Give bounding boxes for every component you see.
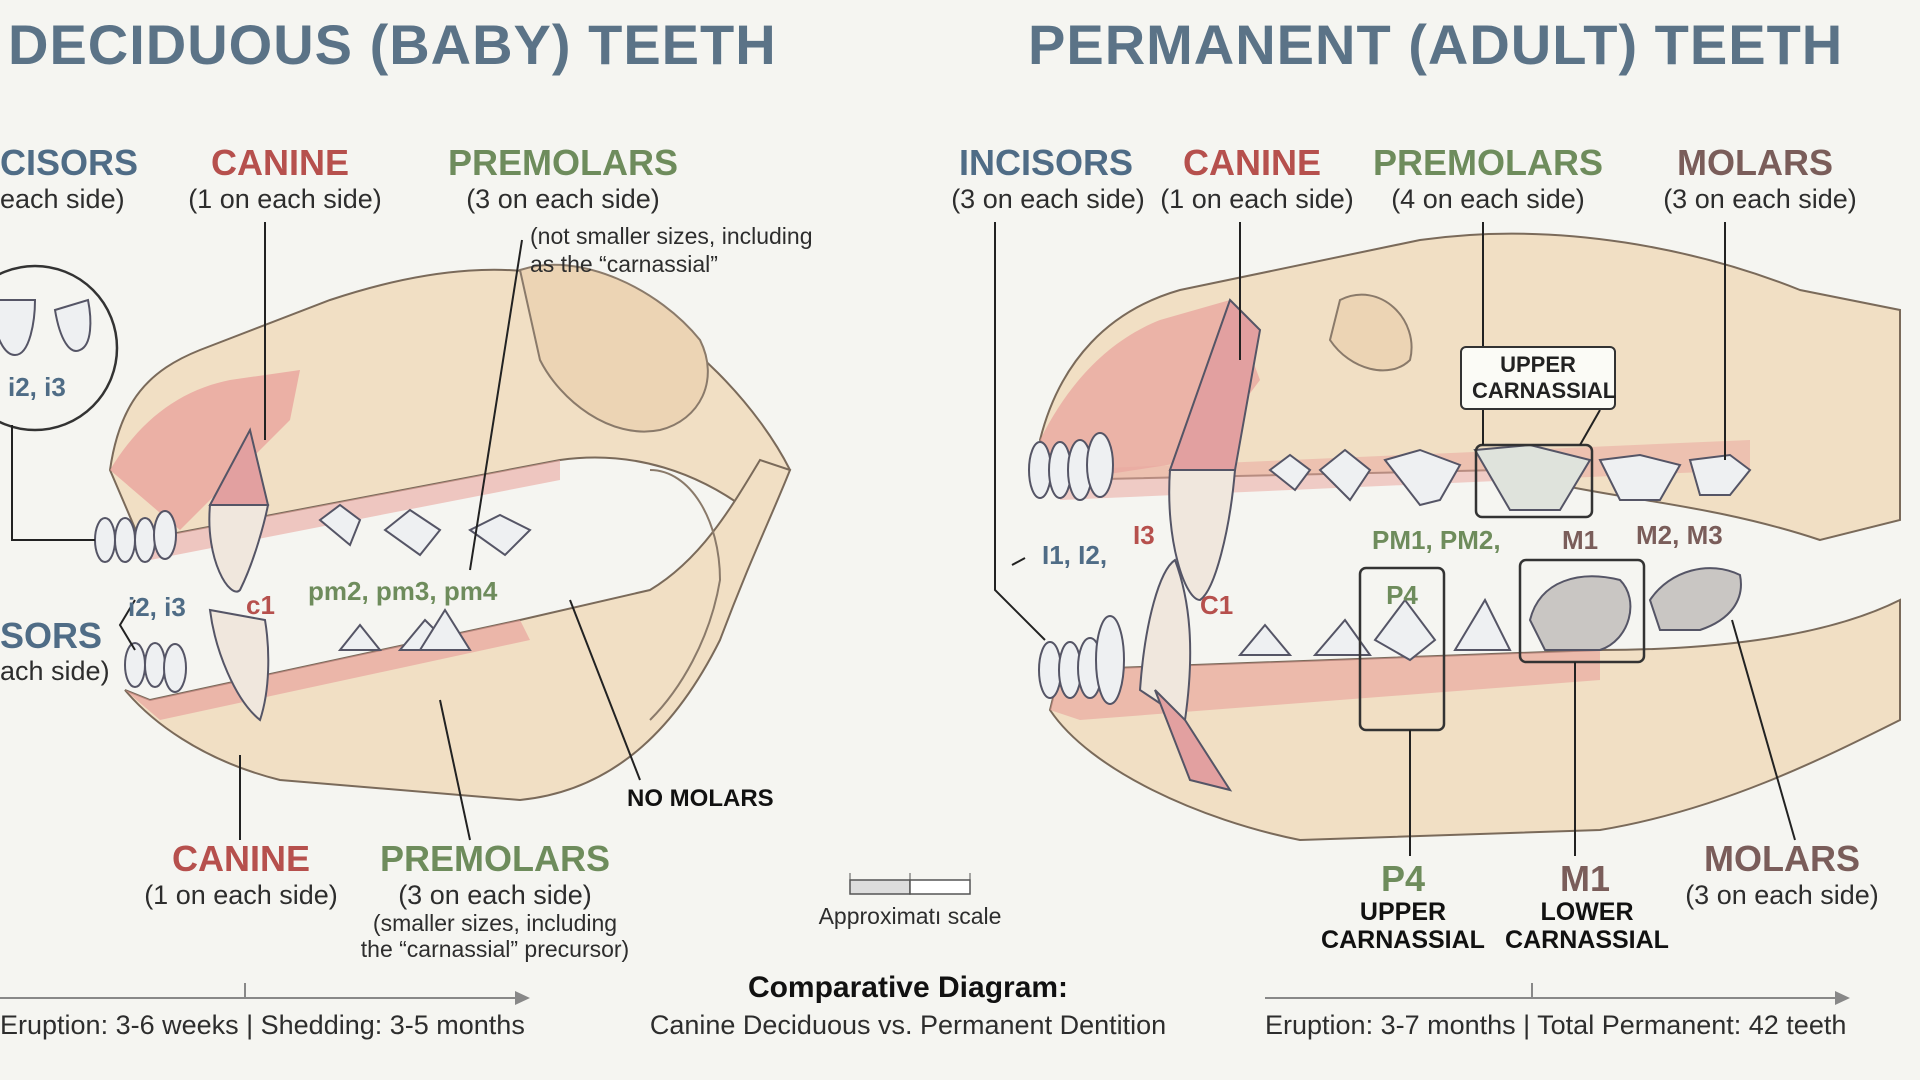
permanent-title: PERMANENT (ADULT) TEETH [1028,13,1844,76]
caption-title: Comparative Diagram: [747,971,1069,1004]
deciduous-bottom-canine-count: (1 on each side) [144,880,338,910]
deciduous-bottom-premolars-note-1: (smaller sizes, including [372,910,618,936]
scale-label: Approximatı scale [818,903,1002,929]
permanent-bottom-m1-line1: LOWER [1540,898,1634,926]
permanent-top-premolars-count: (4 on each side) [1391,184,1585,214]
permanent-top-molars-label: MOLARS [1677,142,1833,183]
permanent-top-canine-count: (1 on each side) [1160,184,1354,214]
permanent-bottom-p4-line1: UPPER [1359,898,1447,926]
permanent-top-canine-label: CANINE [1182,142,1322,183]
no-molars-label: NO MOLARS [627,785,774,812]
scale-bar [849,873,971,895]
permanent-bottom-p4-line2: CARNASSIAL [1321,926,1485,954]
deciduous-timeline-axis [0,983,530,1005]
permanent-top-incisors-count: (3 on each side) [951,184,1145,214]
deciduous-bottom-premolars-count: (3 on each side) [398,880,592,910]
incisor-inset [0,264,119,432]
deciduous-bottom-incisors-label: SORS [0,615,103,656]
deciduous-top-incisors-label: CISORS [0,142,139,183]
deciduous-top-canine-label: CANINE [210,142,350,183]
deciduous-top-canine-count: (1 on each side) [188,184,382,214]
permanent-i3-code: I3 [1133,520,1155,550]
permanent-canine-code: C1 [1200,590,1234,620]
permanent-bottom-m1-label: M1 [1559,858,1611,899]
permanent-bottom-molars-label: MOLARS [1704,838,1860,879]
deciduous-bottom-premolars-label: PREMOLARS [379,838,611,879]
deciduous-title: DECIDUOUS (BABY) TEETH [8,13,777,76]
upper-carnassial-box: UPPER CARNASSIAL [1460,346,1616,410]
permanent-p4-box-label: P4 [1386,580,1418,610]
deciduous-top-incisors-count: each side) [0,184,125,214]
permanent-top-premolars-label: PREMOLARS [1372,142,1604,183]
deciduous-top-premolars-note-2: as the “carnassial” [530,251,718,277]
deciduous-teeth [94,427,532,722]
permanent-teeth [1028,298,1752,792]
upper-carnassial-box-line1: UPPER [1500,352,1576,377]
permanent-top-incisors-label: INCISORS [958,142,1134,183]
permanent-top-molars-count: (3 on each side) [1663,184,1857,214]
permanent-timeline-axis [1265,983,1850,1005]
permanent-highlight-boxes [1358,443,1646,732]
deciduous-canine-code: c1 [246,590,275,620]
upper-carnassial-box-line2: CARNASSIAL [1472,378,1617,403]
deciduous-top-premolars-label: PREMOLARS [447,142,679,183]
deciduous-top-premolars-note-1: (not smaller sizes, including [530,223,813,249]
permanent-pm-codes: PM1, PM2, [1372,525,1501,555]
permanent-timeline: Eruption: 3-7 months | Total Permanent: … [1265,1010,1847,1040]
deciduous-top-premolars-count: (3 on each side) [466,184,660,214]
deciduous-premolar-codes: pm2, pm3, pm4 [308,576,498,606]
deciduous-skull [108,263,792,802]
permanent-bottom-m1-line2: CARNASSIAL [1505,926,1669,954]
permanent-m23-codes: M2, M3 [1636,520,1723,550]
permanent-bottom-p4-label: P4 [1380,858,1426,899]
deciduous-bottom-premolars-note-2: the “carnassial” precursor) [360,936,630,962]
deciduous-bottom-canine-label: CANINE [171,838,311,879]
permanent-m1-code: M1 [1562,525,1599,555]
deciduous-upper-incisor-codes: i2, i3 [128,592,186,622]
deciduous-bottom-incisors-count: ach side) [0,656,110,686]
caption-subtitle: Canine Deciduous vs. Permanent Dentition [649,1010,1167,1040]
inset-incisor-codes: i2, i3 [8,372,66,402]
permanent-incisor-codes: I1, I2, [1042,540,1108,570]
permanent-leader-lines [994,222,1796,856]
deciduous-leader-lines [11,222,641,841]
permanent-bottom-molars-count: (3 on each side) [1685,880,1879,910]
deciduous-timeline: Eruption: 3-6 weeks | Shedding: 3-5 mont… [0,1010,525,1040]
